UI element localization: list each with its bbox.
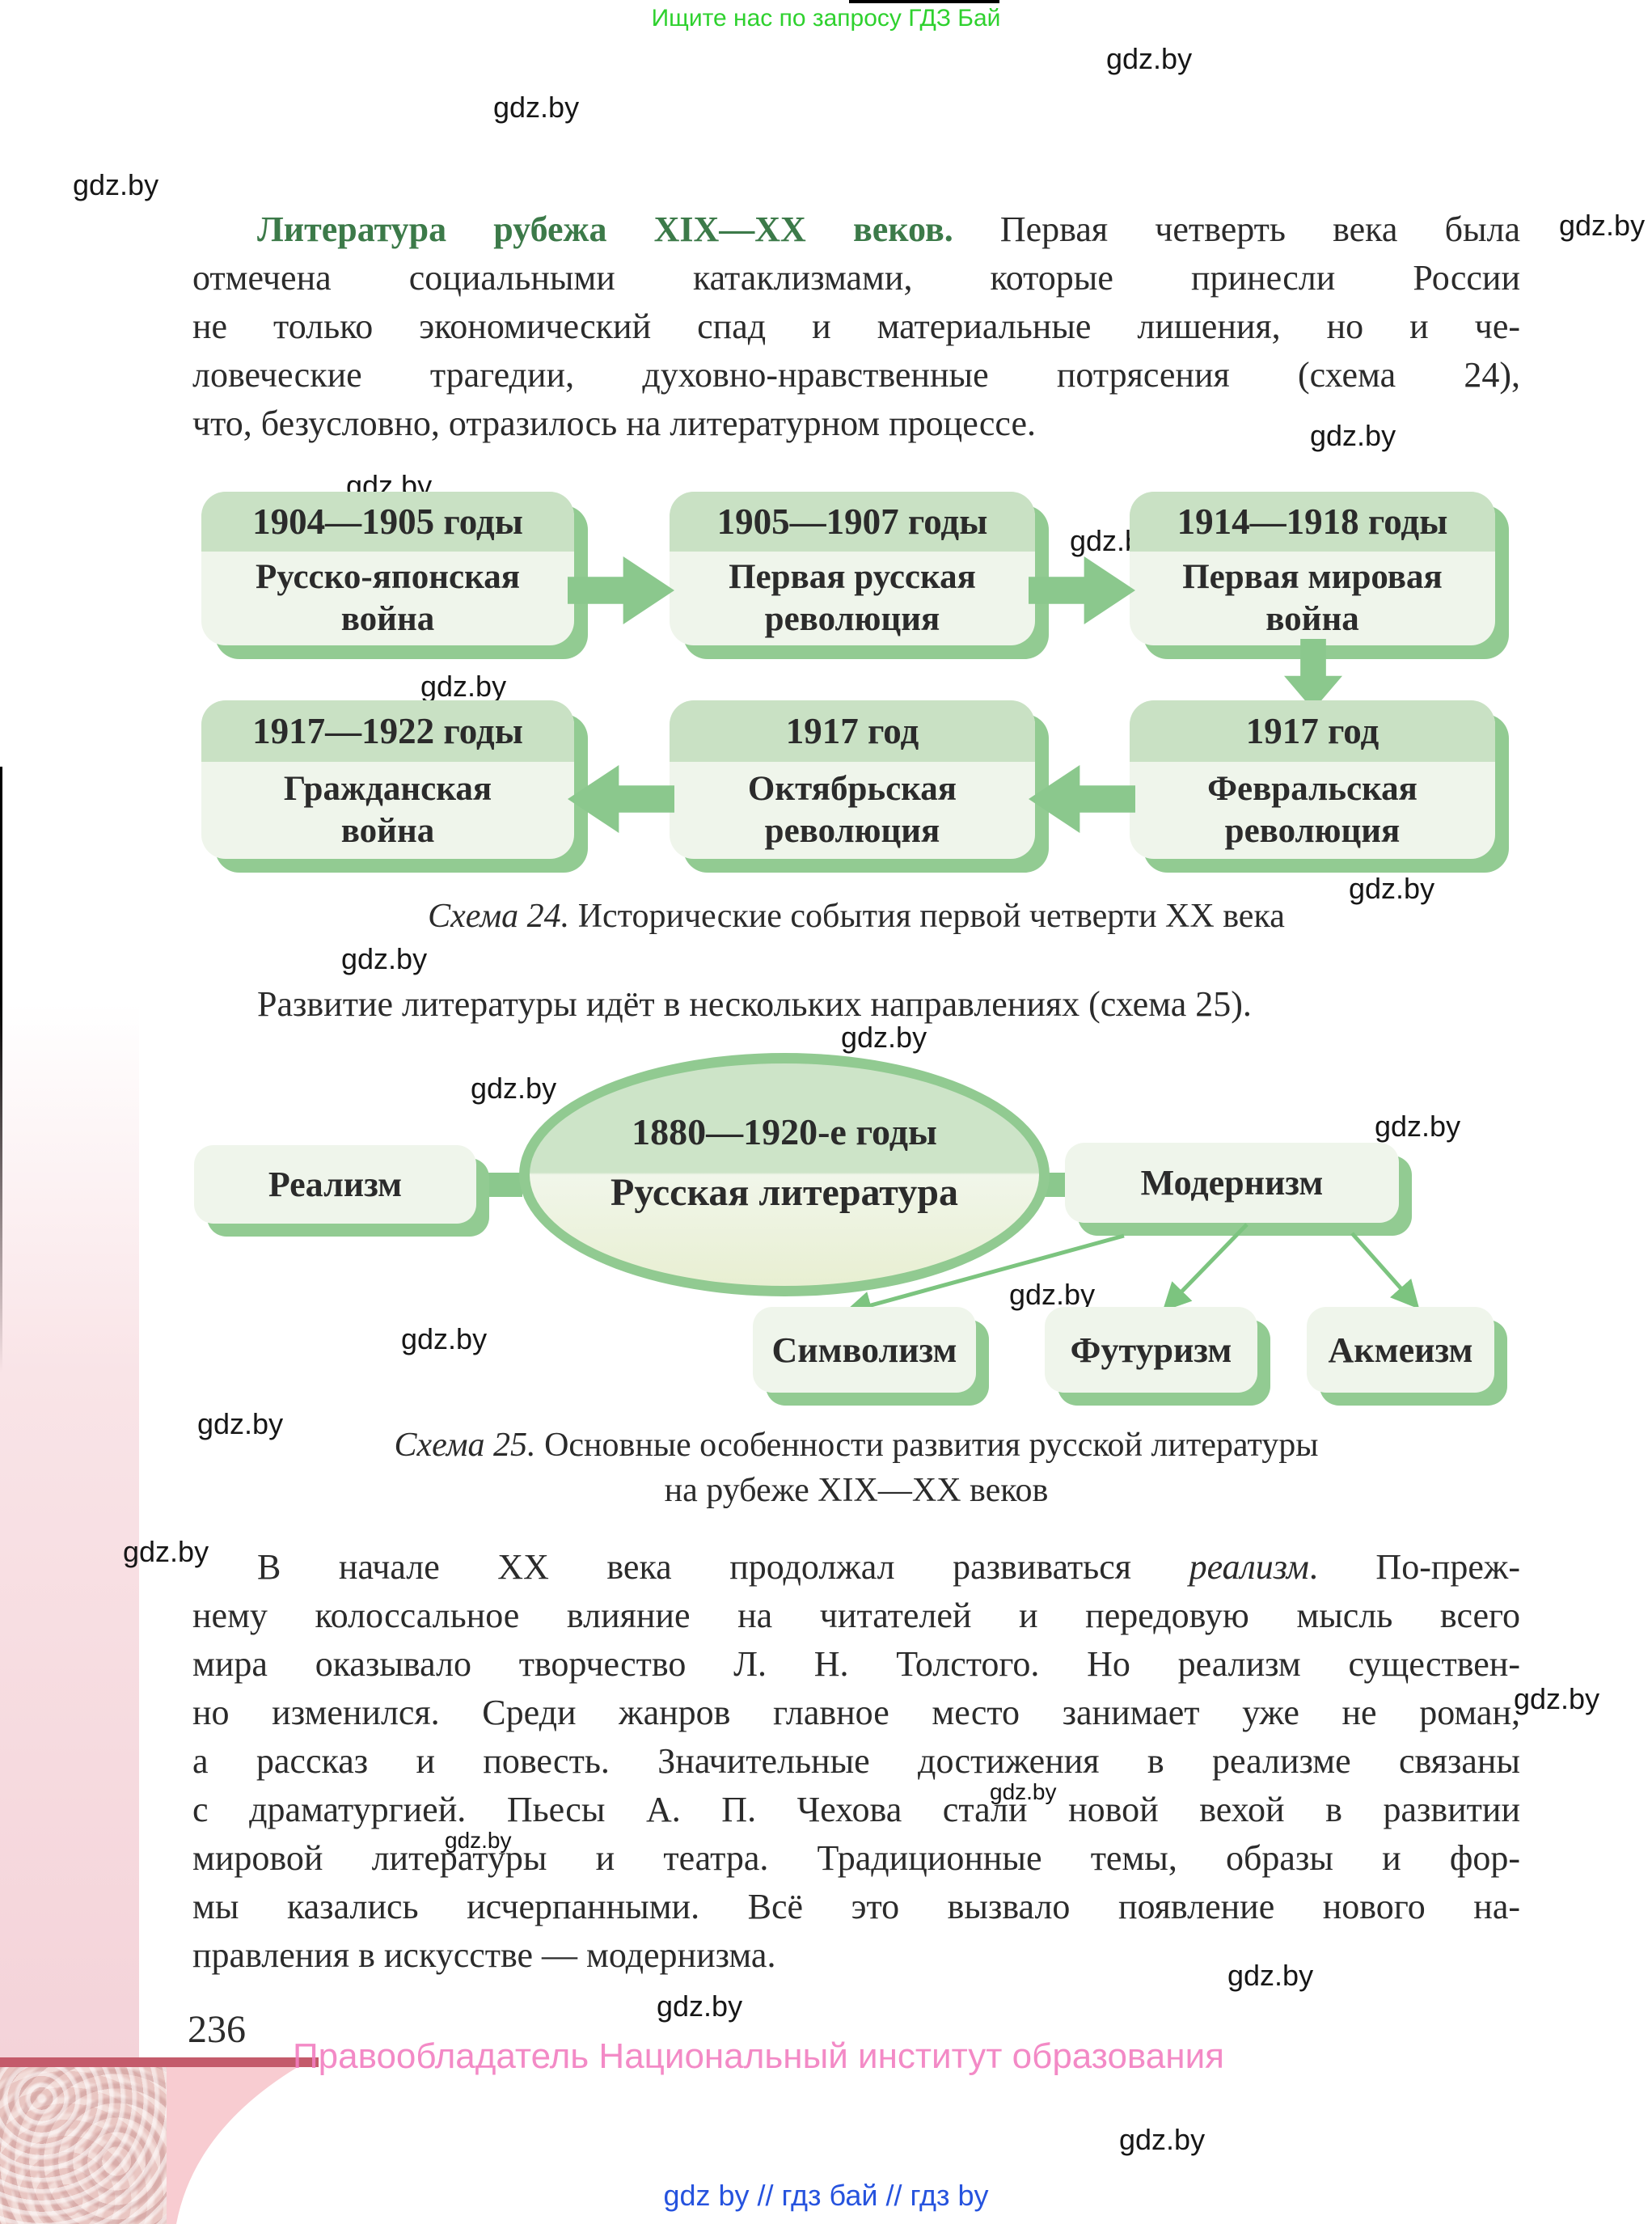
paragraph-sentence: Развитие литературы идёт в нескольких на… [257,984,1252,1024]
paragraph-line: а рассказ и повесть. Значительные достиж… [192,1741,1520,1781]
watermark: gdz.by [445,1828,512,1853]
footer-links-text: gdz by // гдз бай // гдз by [663,2179,989,2212]
schema24-caption: Схема 24. Исторические события первой че… [192,896,1520,937]
watermark: gdz.by [657,1989,743,2023]
box-event: Гражданская война [283,770,492,850]
watermark: gdz.by [1106,42,1193,75]
watermark: gdz.by [420,670,507,703]
term-realism: реализм [1189,1547,1309,1587]
paragraph-line: мы казались исчерпанными. Всё это вызвал… [192,1887,1520,1926]
box-years: 1914—1918 годы [1130,492,1495,552]
schema25-box-realism: Реализм [194,1145,476,1224]
watermark: gdz.by [1227,1959,1314,1992]
watermark: gdz.by [841,1021,927,1054]
caption-text: Основные особенности развития русской ли… [535,1427,1319,1464]
watermark: gdz.by [471,1072,557,1105]
arrow-left-icon [1029,765,1135,833]
watermark: gdz.by [341,942,428,975]
paragraph-line: не только экономический спад и материаль… [192,307,1520,346]
arrow-left-icon [568,765,674,833]
paragraph-line: нему колоссальное влияние на читателей и… [192,1596,1520,1635]
box-years: 1917—1922 годы [201,700,574,762]
watermark: gdz.by [1375,1110,1461,1143]
arrow-to-acmeism-icon [1350,1232,1420,1309]
arrow-down-icon [1284,639,1342,710]
paragraph-line: Литература рубежа XIX—XX веков. Первая ч… [192,205,1520,254]
box-event: Русско-японская война [256,558,520,638]
schema24-box-russo-japanese-war: 1904—1905 годы Русско-японская война [201,492,574,645]
paragraph-line: что, безусловно, отразилось на литератур… [192,404,1036,443]
paragraph-line: мира оказывало творчество Л. Н. Толстого… [192,1644,1520,1684]
box-years: 1917 год [670,700,1035,762]
paragraph-line: мировой литературы и театра. Традиционны… [192,1838,1520,1878]
arrow-right-icon [568,556,674,624]
schema25-box-futurism: Футуризм [1045,1307,1257,1393]
schema25-box-acmeism: Акмеизм [1307,1307,1494,1393]
schema25-box-symbolism: Символизм [753,1307,976,1393]
watermark: gdz.by [1514,1682,1600,1715]
paragraph-line: но изменился. Среди жанров главное место… [192,1693,1520,1732]
ellipse-title: Русская литература [611,1171,958,1214]
paragraph-line: отмечена социальными катаклизмами, котор… [192,258,1520,298]
schema24-box-february-revolution: 1917 год Февральская революция [1130,700,1495,859]
watermark: gdz.by [197,1407,284,1440]
promo-banner-text: Ищите нас по запросу ГДЗ Бай [651,5,1001,32]
page-number: 236 [188,2008,246,2051]
schema24-box-october-revolution: 1917 год Октябрьская революция [670,700,1035,859]
schema25-caption-line1: Схема 25. Основные особенности развития … [192,1425,1520,1465]
paragraph-realism: В начале XX века продолжал развиваться р… [192,1543,1520,1980]
scan-artifact-top-line [849,0,999,3]
caption-number: Схема 24. [428,898,570,935]
box-event: Февральская революция [1207,770,1418,850]
box-years: 1917 год [1130,700,1495,762]
paragraph-line: ловеческие трагедии, духовно-нравственны… [192,355,1520,395]
watermark: gdz.by [159,2074,246,2108]
section-heading: Литература рубежа XIX—XX веков. [257,209,953,249]
arrow-right-icon [1029,556,1135,624]
paragraph-text: . По-преж- [1308,1547,1520,1587]
watermark: gdz.by [1310,419,1396,452]
paragraph-line: правления в искусстве — модернизма. [192,1935,776,1975]
caption-text: Исторические события первой четверти XX … [569,898,1285,935]
arrow-to-futurism-icon [1162,1223,1249,1312]
schema24-box-world-war-one: 1914—1918 годы Первая мировая война [1130,492,1495,645]
watermark: gdz.by [1349,872,1435,905]
watermark: gdz.by [401,1322,488,1355]
paragraph-line: с драматургией. Пьесы А. П. Чехова стали… [192,1790,1520,1829]
watermark: gdz.by [73,168,159,201]
box-years: 1904—1905 годы [201,492,574,552]
watermark: gdz.by [1559,209,1646,242]
schema25-caption-line2: на рубеже XIX—XX веков [664,1472,1049,1509]
watermark: gdz.by [493,91,580,124]
box-event: Первая русская революция [729,558,976,638]
watermark: gdz.by [990,1779,1057,1804]
schema24-box-first-russian-revolution: 1905—1907 годы Первая русская революция [670,492,1035,645]
paragraph-line: В начале XX века продолжал развиваться р… [192,1543,1520,1592]
ellipse-period: 1880—1920-е годы [632,1111,937,1152]
bottom-rose-stripe [0,2057,319,2067]
box-years: 1905—1907 годы [670,492,1035,552]
paragraph-text: Первая четверть века была [953,209,1521,249]
copyright-notice: Правообладатель Национальный институт об… [293,2036,1224,2076]
schema25-ellipse-russian-literature: 1880—1920-е годы Русская литература [519,1053,1050,1296]
watermark: gdz.by [1119,2123,1206,2156]
paragraph-intro: Литература рубежа XIX—XX веков. Первая ч… [192,205,1520,448]
box-event: Первая мировая война [1182,558,1443,638]
left-pink-band [0,1003,139,2059]
connector-left [474,1173,522,1197]
paragraph-text: В начале XX века продолжал развиваться [257,1547,1189,1587]
watermark: gdz.by [123,1535,209,1568]
schema24-box-civil-war: 1917—1922 годы Гражданская война [201,700,574,859]
schema25-box-modernism: Модернизм [1065,1143,1399,1223]
corner-texture-image [0,2067,167,2224]
box-event: Октябрьская революция [747,770,957,850]
caption-number: Схема 25. [394,1427,536,1464]
